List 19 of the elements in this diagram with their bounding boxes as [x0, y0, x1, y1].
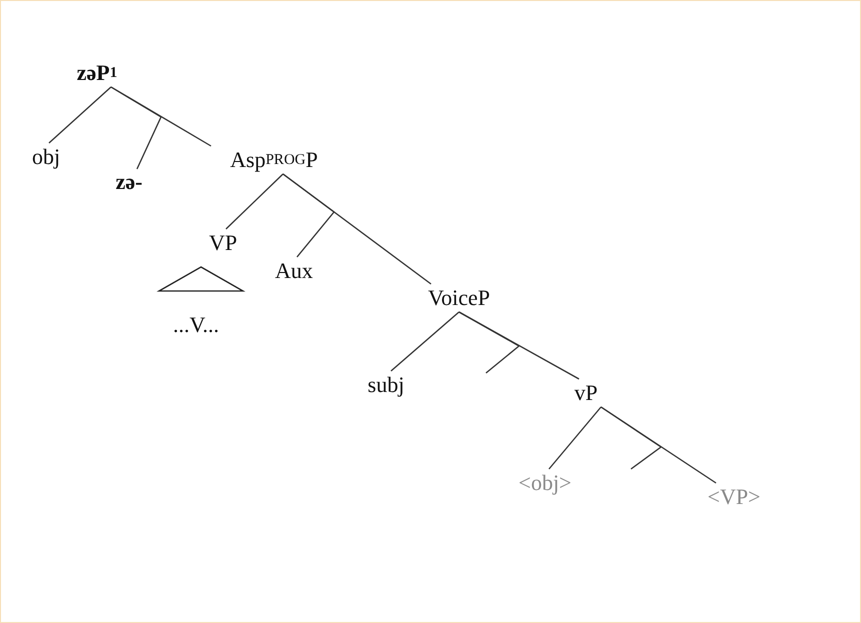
tree-node-label: <VP>: [693, 483, 775, 511]
triangle-symbol: [156, 266, 246, 292]
tree-node-label: zə-: [105, 169, 153, 195]
tree-branch-line: [390, 312, 460, 372]
tree-node-label: Aux: [271, 257, 317, 285]
tree-branch-line: [110, 86, 212, 147]
tree-node-label: VoiceP: [409, 284, 509, 312]
tree-branch-line: [548, 406, 602, 470]
tree-node-label: subj: [363, 371, 409, 399]
tree-node-label: vP: [567, 379, 605, 407]
tree-node-label: <obj>: [501, 469, 589, 497]
tree-branch-line: [282, 173, 432, 285]
tree-branch-line: [226, 174, 284, 230]
tree-node-label: VP: [197, 229, 249, 257]
tree-branch-line: [48, 86, 112, 144]
tree-node-label: ...V...: [163, 311, 229, 339]
tree-branch-line: [458, 311, 580, 380]
tree-node-label: obj: [25, 143, 67, 171]
tree-branch-line: [600, 406, 716, 484]
